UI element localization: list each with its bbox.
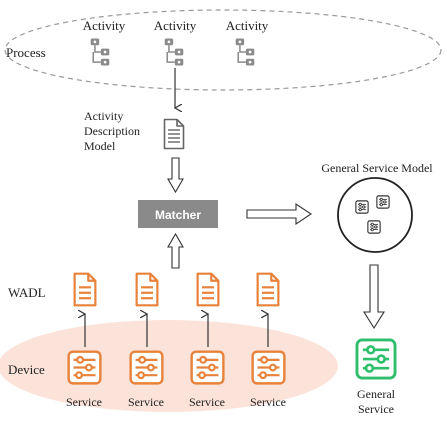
gsm-service-icon-1 bbox=[355, 200, 369, 214]
device-label: Device bbox=[8, 362, 45, 377]
general-service-label-line-1: General bbox=[357, 387, 396, 401]
gsm-service-icon-3 bbox=[367, 220, 381, 234]
general-service-icon bbox=[355, 338, 397, 380]
general-service-label-line-2: Service bbox=[358, 402, 394, 416]
service-icon-2 bbox=[129, 350, 164, 385]
service-label-3: Service bbox=[189, 395, 225, 409]
gsm-to-general-service-arrow bbox=[363, 264, 385, 330]
activity-flow-icon-1 bbox=[89, 37, 111, 67]
service-label-4: Service bbox=[250, 395, 286, 409]
gsm-service-icon-2 bbox=[376, 195, 390, 209]
adm-label-line-1: Activity bbox=[84, 109, 123, 123]
activity-label-1: Activity bbox=[83, 18, 126, 33]
gsm-circle bbox=[337, 177, 413, 253]
activity-flow-icon-2 bbox=[163, 37, 185, 67]
process-label: Process bbox=[6, 45, 46, 60]
wadl-to-matcher-arrow bbox=[167, 232, 184, 269]
service-icon-3 bbox=[190, 350, 225, 385]
wadl-label: WADL bbox=[8, 285, 46, 300]
wadl-document-icon-4 bbox=[256, 272, 280, 307]
gsm-label: General Service Model bbox=[321, 161, 433, 175]
model-to-matcher-arrow bbox=[167, 157, 184, 194]
wadl-document-icon-2 bbox=[135, 272, 159, 307]
device-region bbox=[0, 320, 338, 412]
service-icon-1 bbox=[67, 350, 102, 385]
service-icon-4 bbox=[251, 350, 286, 385]
activity-flow-icon-3 bbox=[234, 37, 256, 67]
matcher-to-gsm-arrow bbox=[246, 202, 312, 226]
adm-document-icon bbox=[163, 118, 185, 150]
matcher-box bbox=[138, 200, 218, 228]
service-label-1: Service bbox=[66, 395, 102, 409]
activity-label-2: Activity bbox=[154, 18, 197, 33]
adm-label-line-3: Model bbox=[84, 139, 116, 153]
matcher-label: Matcher bbox=[155, 208, 201, 222]
adm-label-line-2: Description bbox=[84, 124, 140, 138]
wadl-document-icon-1 bbox=[73, 272, 97, 307]
wadl-document-icon-3 bbox=[196, 272, 220, 307]
process-ellipse bbox=[4, 9, 442, 91]
activity-label-3: Activity bbox=[226, 18, 269, 33]
service-label-2: Service bbox=[128, 395, 164, 409]
